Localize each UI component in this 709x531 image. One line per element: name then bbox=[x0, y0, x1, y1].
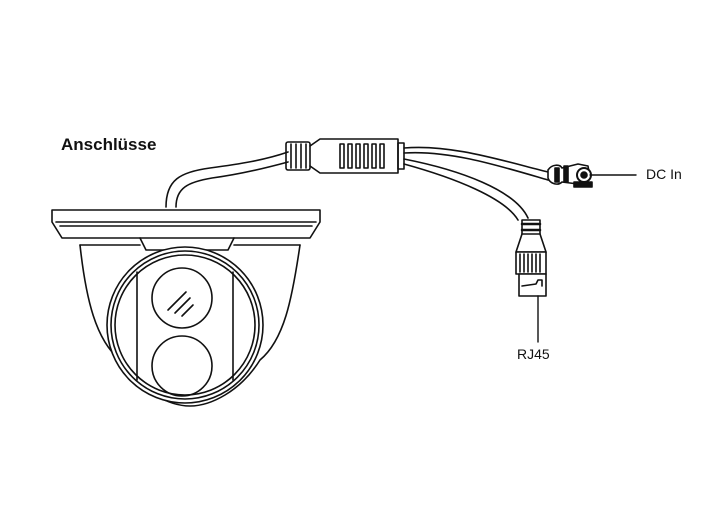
dome-camera bbox=[51, 209, 321, 407]
dc-power-jack bbox=[547, 163, 637, 188]
rj45-connector bbox=[515, 219, 547, 343]
split-cables bbox=[403, 146, 549, 221]
camera-cable bbox=[165, 151, 289, 208]
dc-in-label: DC In bbox=[646, 166, 682, 182]
page-title: Anschlüsse bbox=[61, 135, 157, 154]
rj45-label: RJ45 bbox=[517, 346, 550, 362]
junction-connector bbox=[285, 138, 405, 174]
